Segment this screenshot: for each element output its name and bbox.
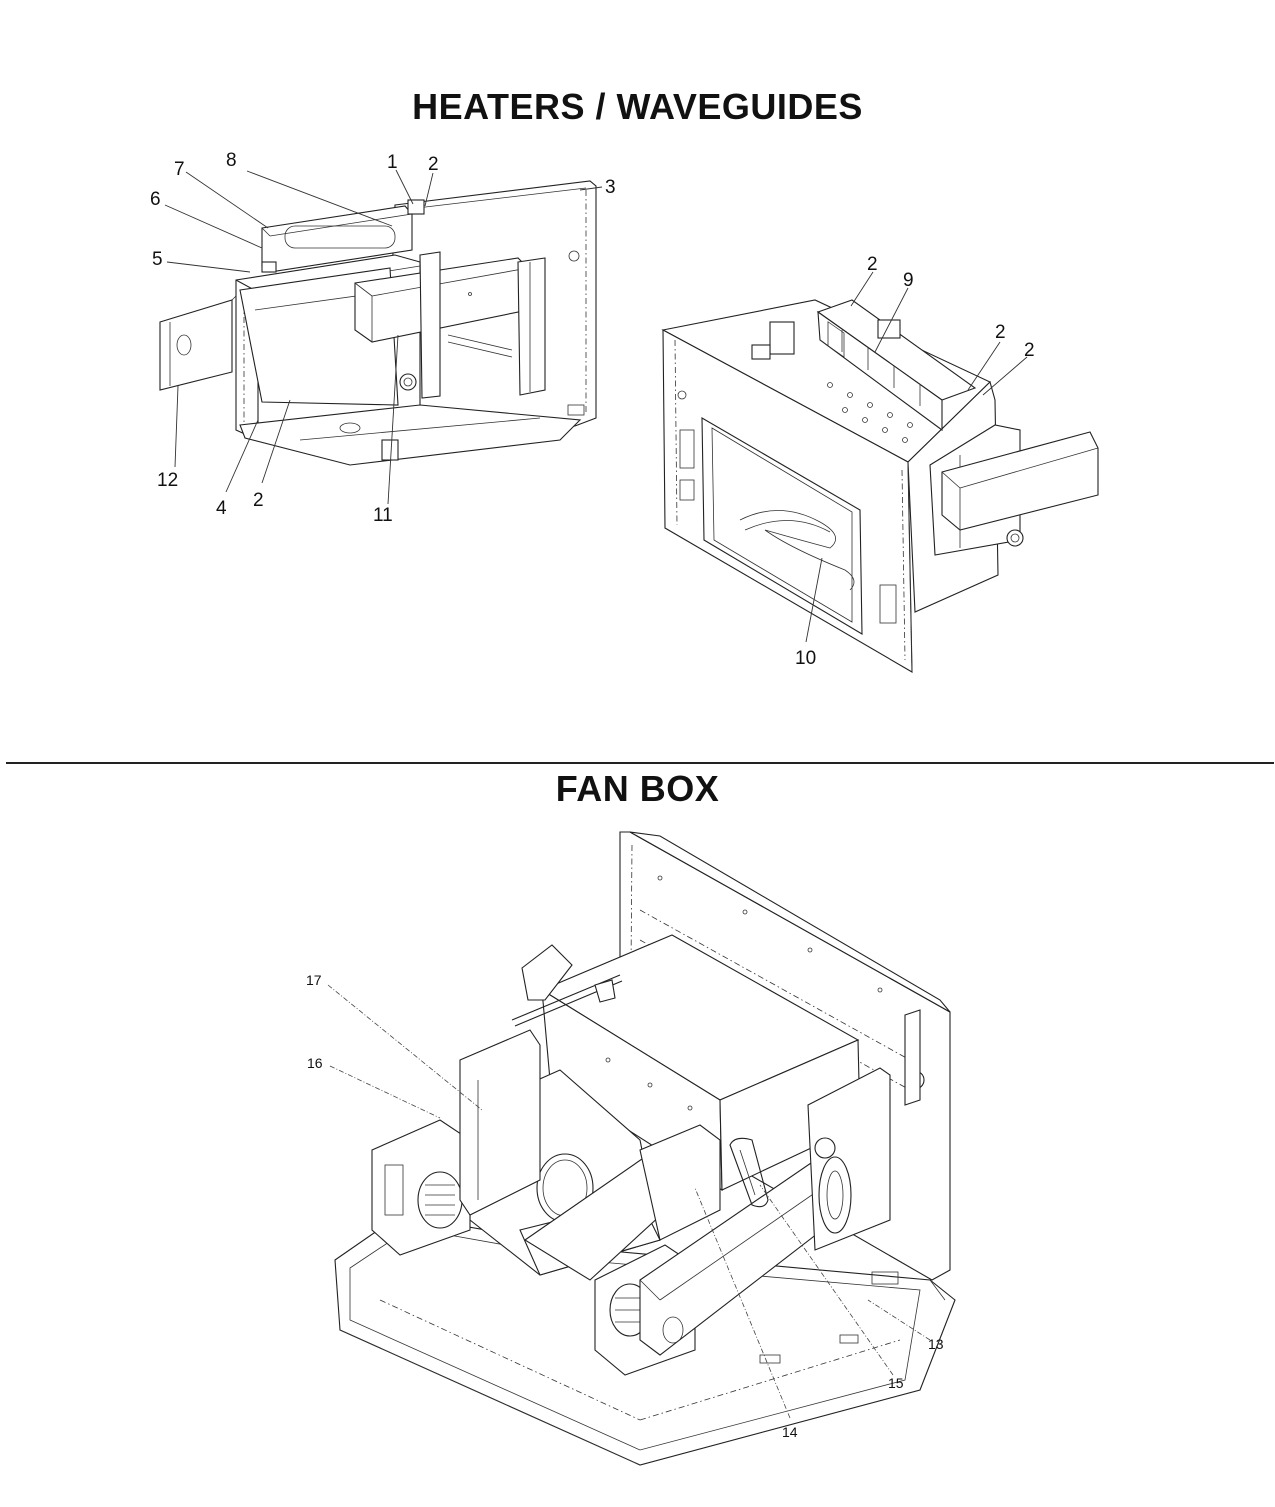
callout-10: 10 [795, 648, 816, 669]
callout-16: 16 [307, 1055, 323, 1071]
callout-15: 15 [888, 1375, 904, 1391]
callout-14: 14 [782, 1424, 798, 1440]
section-title-heaters-waveguides: HEATERS / WAVEGUIDES [412, 86, 863, 127]
callout-9: 9 [903, 270, 914, 291]
callout-13: 13 [928, 1336, 944, 1352]
callout-2: 2 [428, 154, 439, 175]
heater-waveguide-assembly-right [661, 271, 1099, 673]
callout-1: 1 [387, 152, 398, 173]
callout-2: 2 [1024, 340, 1035, 361]
callout-4: 4 [216, 498, 227, 519]
callout-2: 2 [995, 322, 1006, 343]
callout-5: 5 [152, 249, 163, 270]
heater-waveguide-assembly-left [159, 169, 603, 505]
fan-box-assembly [327, 831, 956, 1466]
callout-3: 3 [605, 177, 616, 198]
callout-17: 17 [306, 972, 322, 988]
section-title-fan-box: FAN BOX [555, 768, 720, 809]
callout-11: 11 [373, 505, 393, 526]
callout-7: 7 [174, 159, 185, 180]
callout-6: 6 [150, 189, 161, 210]
callout-labels: 1 2 3 8 7 6 5 12 4 2 11 2 9 2 2 10 17 16… [150, 150, 1035, 1440]
callout-2: 2 [253, 490, 264, 511]
section-divider [6, 762, 1274, 764]
callout-12: 12 [157, 470, 178, 491]
callout-8: 8 [226, 150, 237, 171]
callout-2: 2 [867, 254, 878, 275]
